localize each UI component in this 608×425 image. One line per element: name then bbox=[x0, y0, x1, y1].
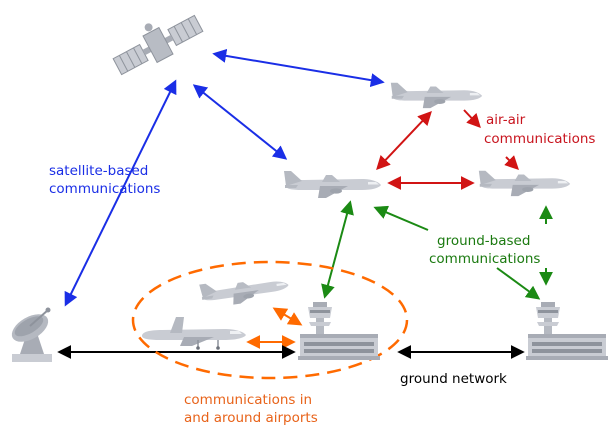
satellite-to-top-plane-link bbox=[212, 48, 385, 88]
airport-right-icon bbox=[526, 302, 608, 360]
ground-network-label: ground network bbox=[400, 371, 507, 387]
satellite-label-line2: communications bbox=[49, 181, 160, 197]
airplane-left-icon bbox=[284, 171, 381, 198]
air-air-label-line2: communications bbox=[484, 131, 595, 147]
air-link-top-to-left bbox=[376, 110, 432, 171]
ground-based-label-line2: communications bbox=[429, 251, 540, 267]
airplane-departing-icon bbox=[199, 272, 291, 309]
airplane-right-icon bbox=[478, 170, 571, 197]
satellite-label-line1: satellite-based bbox=[49, 163, 148, 179]
ground-based-label-line1: ground-based bbox=[437, 233, 530, 249]
air-air-label-line1: air-air bbox=[486, 112, 526, 128]
airplane-top-icon bbox=[390, 82, 483, 109]
airplane-ground-icon bbox=[142, 317, 246, 350]
airport-center-icon bbox=[298, 302, 380, 360]
airport-link-upper bbox=[272, 307, 303, 326]
ground-link-left-plane-label bbox=[373, 205, 429, 231]
ground-link-tower-to-left-plane bbox=[321, 200, 354, 299]
satellite-to-left-plane-link bbox=[192, 84, 288, 160]
ground-link-to-right-tower bbox=[496, 267, 541, 300]
airport-label-line2: and around airports bbox=[184, 410, 318, 425]
satellite-to-dish-link bbox=[64, 79, 177, 307]
airport-zone-ellipse bbox=[131, 260, 409, 380]
satellite-dish-icon bbox=[11, 307, 52, 362]
air-link-top-to-right-b bbox=[504, 155, 519, 170]
satellite-icon bbox=[112, 14, 204, 76]
airport-label-line1: communications in bbox=[184, 392, 312, 408]
air-link-top-to-right-a bbox=[463, 109, 481, 129]
